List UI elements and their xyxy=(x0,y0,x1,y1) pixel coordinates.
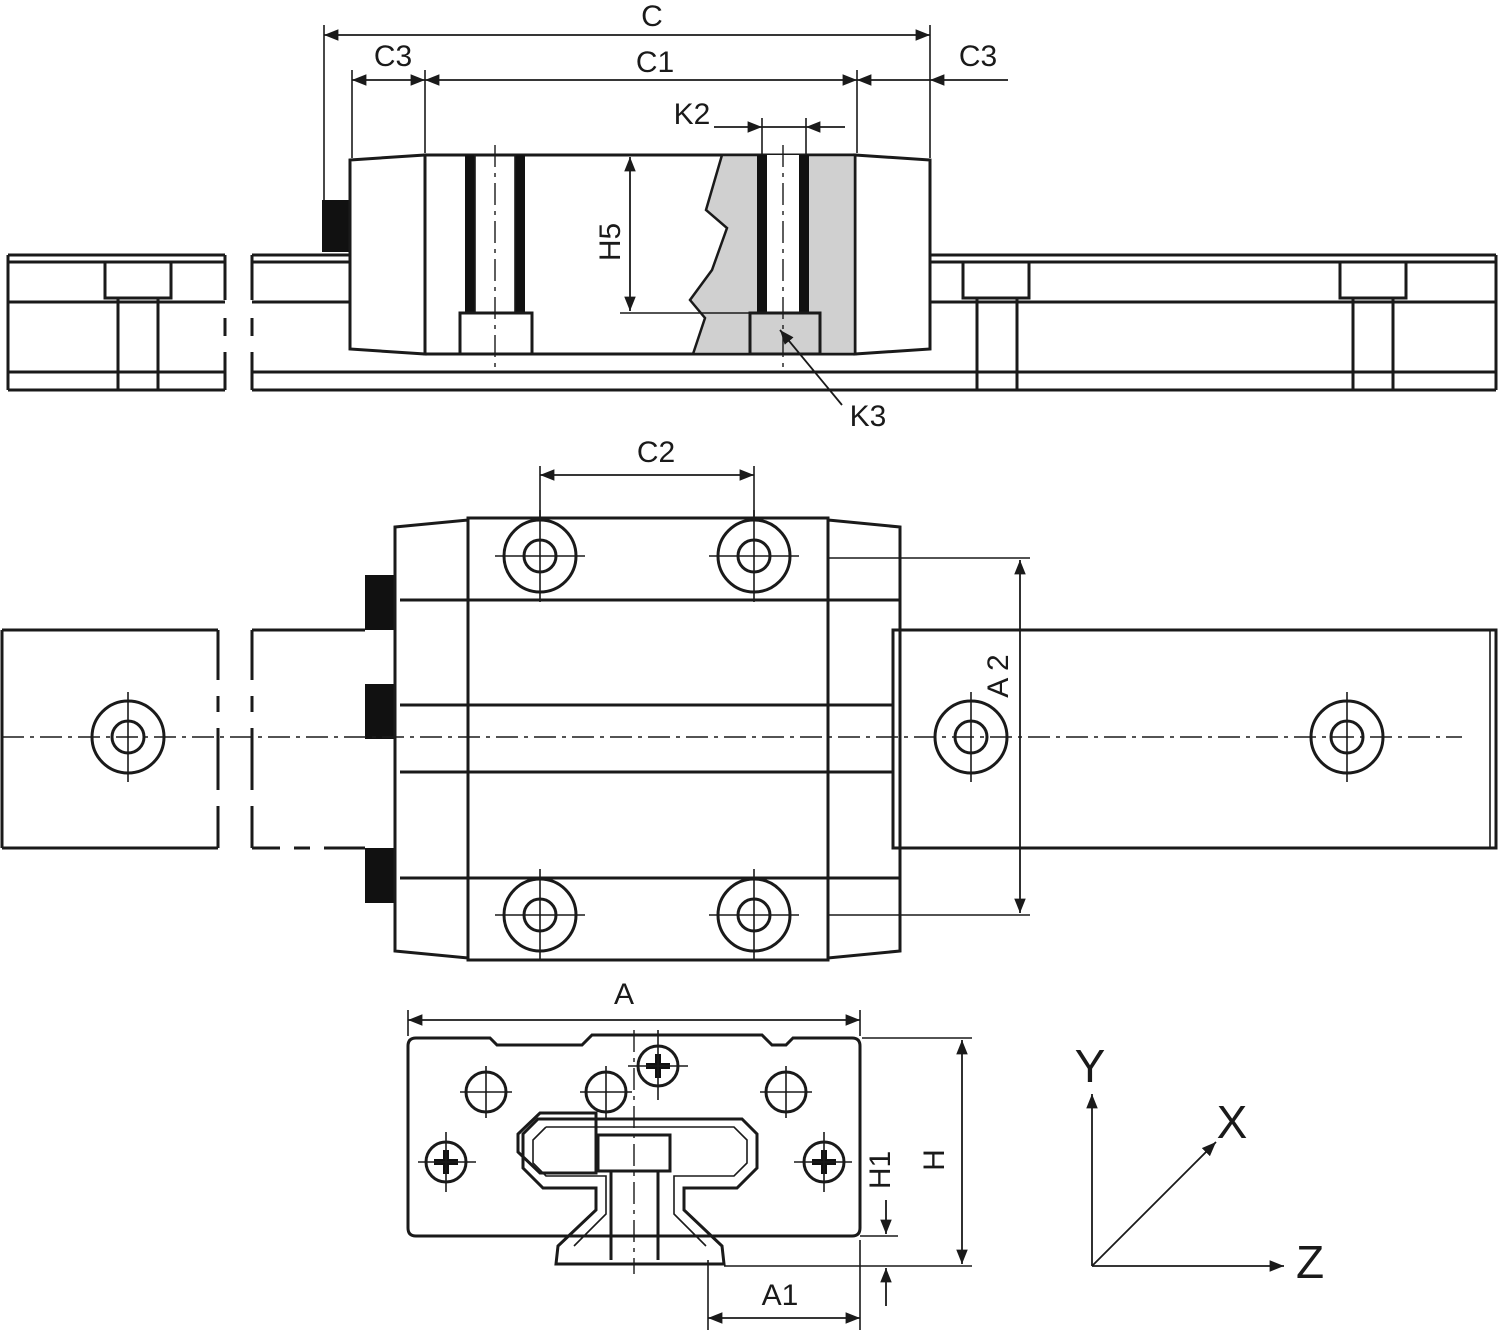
screw-plus-icon xyxy=(794,1132,852,1192)
axis-y-label: Y xyxy=(1075,1040,1106,1092)
label-c1: C1 xyxy=(636,46,674,79)
lube-port xyxy=(760,1066,812,1118)
leader-k3: K3 xyxy=(779,329,887,433)
label-h: H xyxy=(918,1149,951,1171)
carriage-mounting-hole xyxy=(709,510,799,602)
side-view: C C3 C1 C3 K2 H5 xyxy=(6,0,1498,433)
rail-right-segment xyxy=(250,253,1498,392)
lube-port xyxy=(580,1066,632,1118)
label-k3: K3 xyxy=(850,400,887,433)
carriage-mounting-hole xyxy=(495,510,585,602)
label-a1: A1 xyxy=(762,1279,799,1312)
dimension-h1: H1 xyxy=(860,1151,898,1306)
dimension-c2: C2 xyxy=(539,436,755,520)
label-c3-right: C3 xyxy=(959,40,997,73)
label-k2: K2 xyxy=(674,98,711,131)
axis-x-label: X xyxy=(1217,1096,1248,1148)
dimension-c: C xyxy=(323,0,931,200)
screw-plus-icon xyxy=(418,1132,476,1192)
dimension-k2: K2 xyxy=(674,98,845,155)
dimension-c1-c3: C3 C1 C3 xyxy=(351,40,1008,158)
label-a2: A 2 xyxy=(982,654,1015,697)
dimension-a1: A1 xyxy=(707,1240,861,1330)
label-a: A xyxy=(614,978,634,1011)
seal-block xyxy=(365,575,395,630)
dimension-h5: H5 xyxy=(594,154,760,314)
coordinate-axes: Y X Z xyxy=(1075,1040,1324,1288)
rail-profile xyxy=(516,1030,759,1274)
carriage-mounting-hole xyxy=(709,869,799,961)
rail-left-segment xyxy=(6,253,227,392)
label-h5: H5 xyxy=(594,223,627,261)
label-h1: H1 xyxy=(864,1151,897,1189)
carriage-mounting-hole xyxy=(495,869,585,961)
carriage-side xyxy=(348,145,932,372)
axis-z-label: Z xyxy=(1296,1236,1324,1288)
lube-port xyxy=(460,1066,512,1118)
label-c: C xyxy=(641,0,663,33)
dimension-a: A xyxy=(407,978,861,1036)
screw-plus-icon xyxy=(628,1030,688,1100)
plan-view: C2 A 2 xyxy=(0,436,1498,962)
label-c3-left: C3 xyxy=(374,40,412,73)
carriage-end-profile xyxy=(406,1033,862,1238)
end-view: A H H1 A1 xyxy=(406,978,972,1330)
seal-block xyxy=(365,848,395,903)
plan-rail-left xyxy=(0,628,365,850)
label-c2: C2 xyxy=(637,436,675,469)
dimension-h: H xyxy=(724,1037,972,1267)
end-seal xyxy=(322,200,350,252)
dimension-a2: A 2 xyxy=(982,560,1026,913)
seal-block xyxy=(365,684,395,739)
